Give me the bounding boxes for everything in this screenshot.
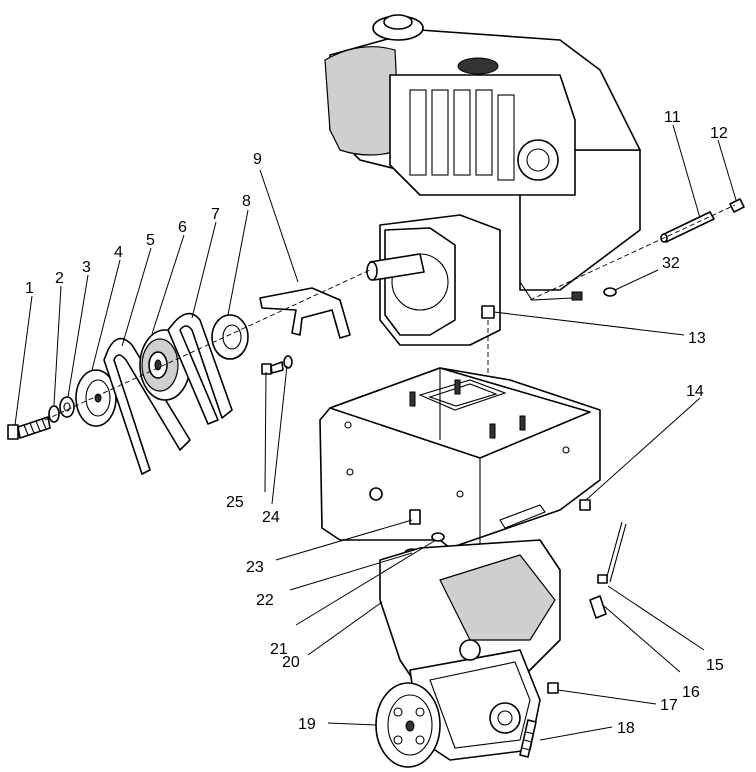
belt-guide <box>259 287 351 339</box>
callout-18: 18 <box>617 720 635 737</box>
lock-washer <box>48 405 60 423</box>
bolt <box>409 509 421 525</box>
washer <box>283 355 293 369</box>
nut <box>481 305 495 319</box>
flat-washer <box>59 396 75 418</box>
callout-labels: 1 2 3 4 5 6 7 8 9 11 12 13 14 15 16 17 1… <box>25 109 728 737</box>
callout-2: 2 <box>55 270 64 287</box>
cap <box>729 198 745 213</box>
callout-12: 12 <box>710 125 728 142</box>
callout-32: 32 <box>662 255 680 272</box>
callout-1: 1 <box>25 280 34 297</box>
callout-7: 7 <box>211 206 220 223</box>
bolt <box>579 499 591 511</box>
callout-14: 14 <box>686 383 704 400</box>
engine <box>324 14 641 346</box>
frame <box>319 367 601 558</box>
leader-lines <box>14 124 737 741</box>
callout-19: 19 <box>298 716 316 733</box>
nut <box>547 682 559 694</box>
bolt <box>261 363 272 375</box>
callout-15: 15 <box>706 657 724 674</box>
callout-13: 13 <box>688 330 706 347</box>
callout-16: 16 <box>682 684 700 701</box>
callout-9: 9 <box>253 151 262 168</box>
shaft-assembly <box>481 198 745 390</box>
bolt <box>7 416 51 440</box>
traction-pulley <box>375 682 441 768</box>
spacer <box>431 532 445 542</box>
control-cable <box>605 521 623 581</box>
pulley-assembly <box>7 269 371 475</box>
callout-4: 4 <box>114 244 123 261</box>
drive-belt <box>103 337 191 475</box>
callout-3: 3 <box>82 259 91 276</box>
callout-22: 22 <box>256 592 274 609</box>
spring <box>519 719 537 758</box>
callout-11: 11 <box>664 109 681 126</box>
gearbox <box>375 521 627 768</box>
callout-23: 23 <box>246 559 264 576</box>
callout-20: 20 <box>282 654 300 671</box>
callout-24: 24 <box>262 509 280 526</box>
shaft <box>661 211 715 243</box>
callout-25: 25 <box>226 494 244 511</box>
callout-17: 17 <box>660 697 678 714</box>
callout-5: 5 <box>146 232 155 249</box>
callout-6: 6 <box>178 219 187 236</box>
auger-belt <box>167 312 233 425</box>
callout-21: 21 <box>270 641 288 658</box>
spacer-pulley <box>211 314 249 360</box>
callout-8: 8 <box>242 193 251 210</box>
wire-harness <box>519 281 573 301</box>
